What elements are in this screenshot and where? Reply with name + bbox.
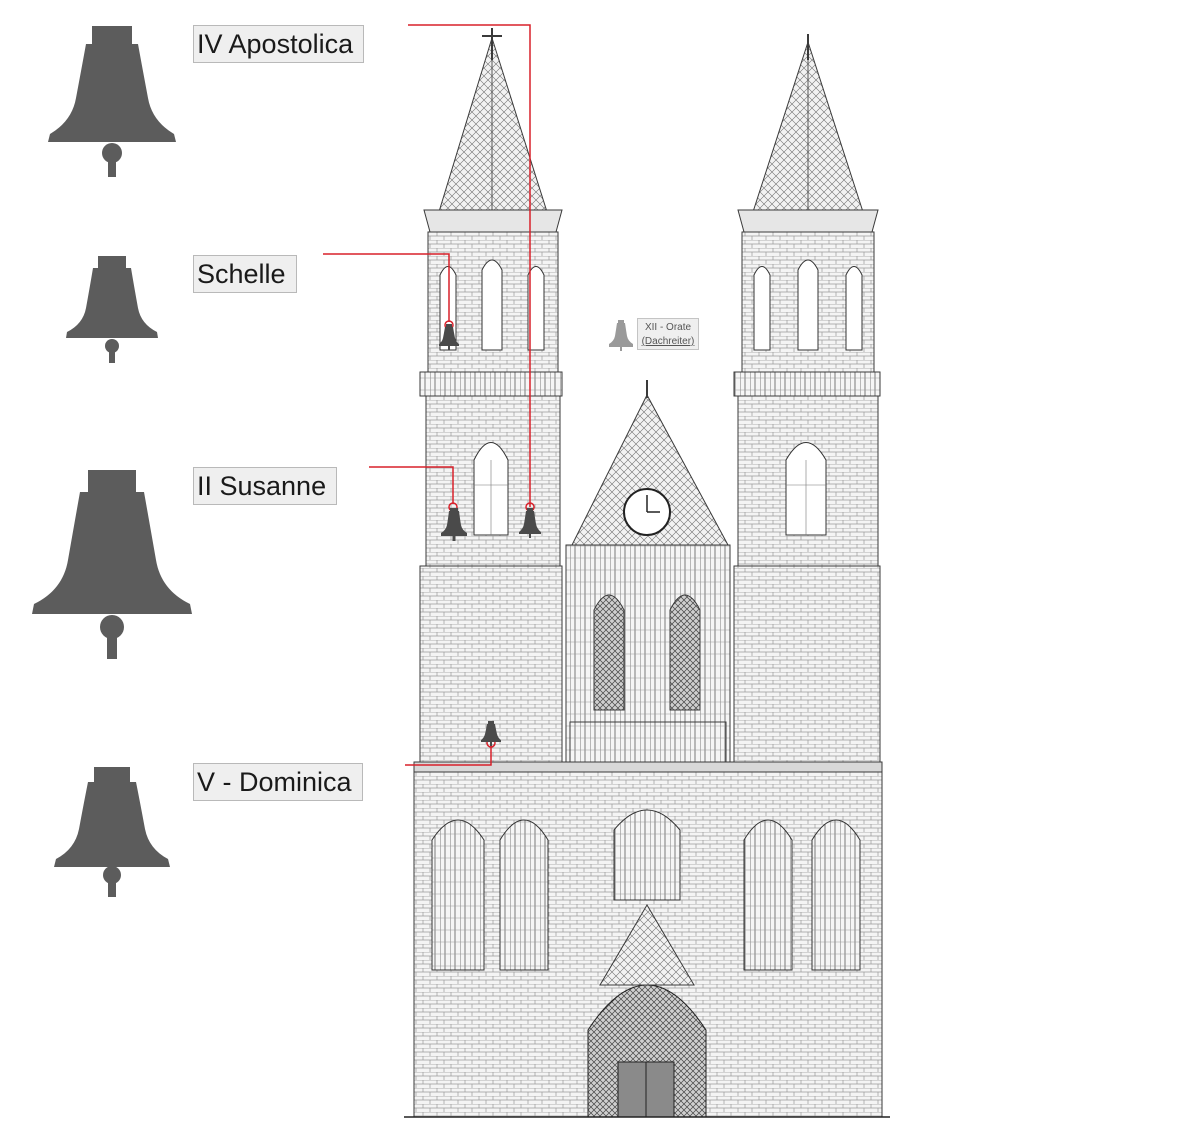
left-spire	[423, 28, 563, 233]
bell-marker-schelle-small	[439, 324, 459, 350]
bell-label-apostolica: IV Apostolica	[193, 25, 365, 63]
leader-susanne	[369, 466, 454, 504]
bell-icon-apostolica	[48, 26, 176, 177]
leader-apostolica	[408, 24, 531, 507]
bell-marker-dominica-small	[481, 721, 501, 746]
roof-bell-title: XII - Orate	[644, 322, 692, 333]
tower-bells	[439, 320, 633, 746]
right-tower-low	[733, 565, 881, 763]
bell-icon-susanne	[32, 470, 192, 659]
leader-schelle	[323, 253, 450, 322]
cathedral-facade	[404, 28, 890, 1118]
bell-marker-susanne-small	[441, 508, 467, 541]
roof-bell-subtitle: (Dachreiter)	[641, 336, 695, 347]
bell-label-schelle: Schelle	[193, 255, 297, 293]
bell-marker-apostolica-small	[519, 508, 541, 538]
bell-label-susanne: II Susanne	[193, 467, 338, 505]
bell-icon-schelle	[66, 256, 158, 363]
bell-icon-dominica	[54, 767, 170, 897]
bell-marker-orate	[609, 320, 633, 351]
leader-dominica	[405, 743, 492, 766]
bell-label-dominica: V - Dominica	[193, 763, 363, 801]
right-spire	[737, 34, 879, 233]
roof-bell-label: XII - Orate (Dachreiter)	[637, 318, 699, 350]
